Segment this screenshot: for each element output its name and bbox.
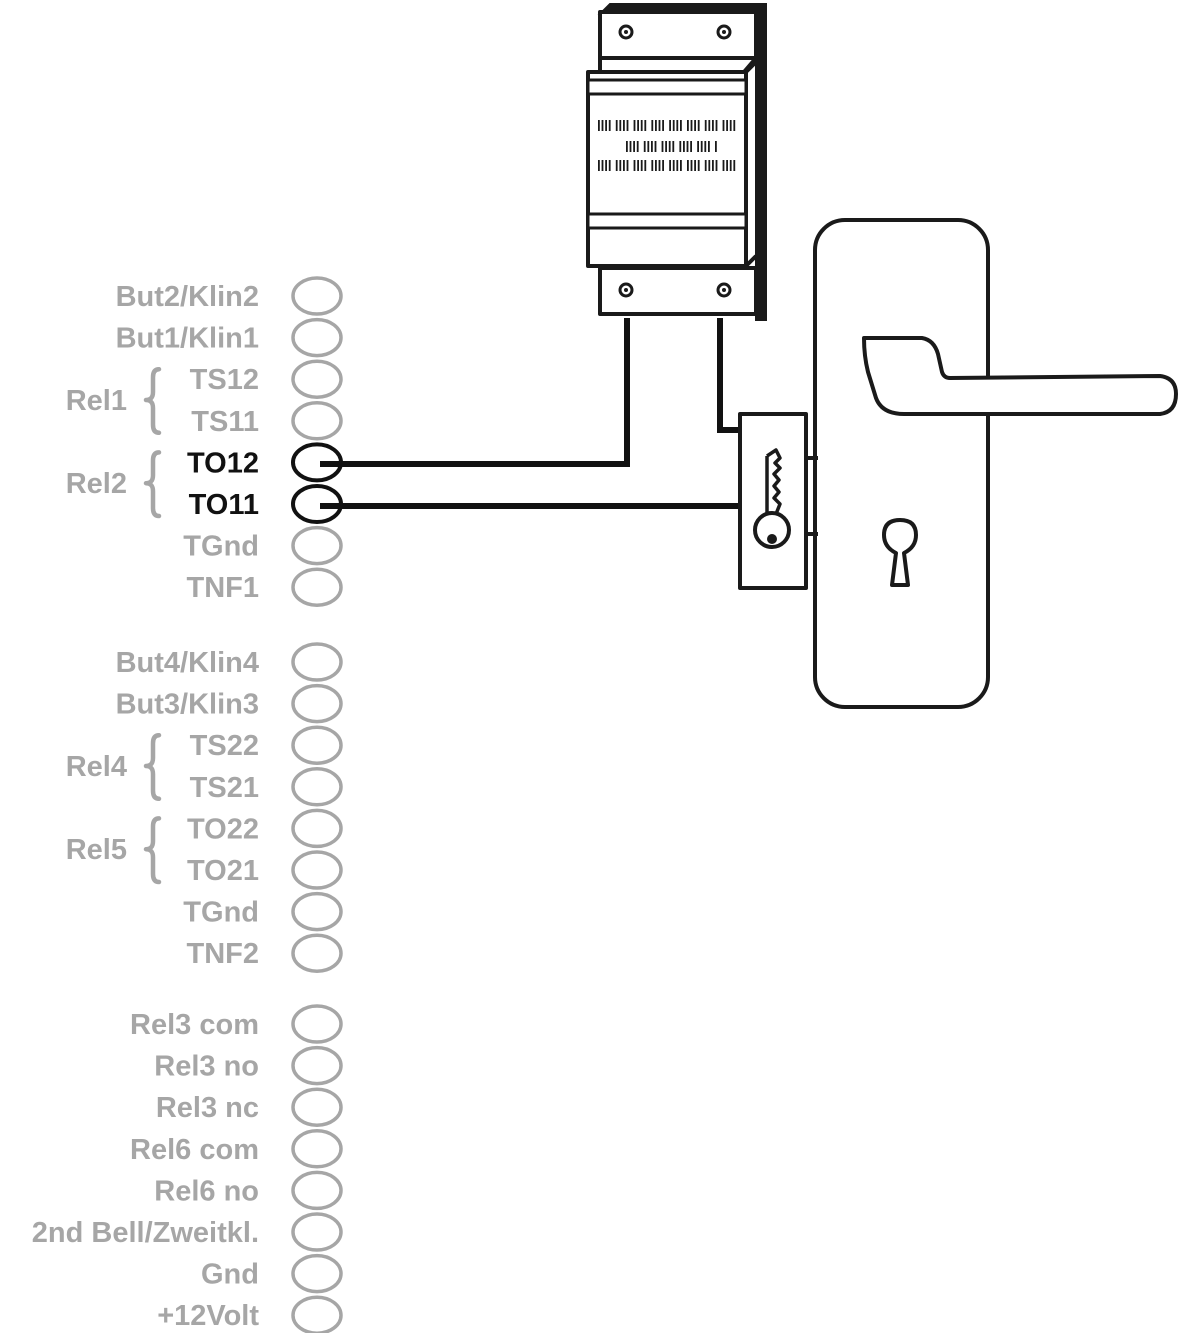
din-rail-power-supply-icon (586, 3, 767, 321)
device-label-marks (598, 120, 736, 171)
terminal-screw (291, 725, 343, 765)
terminal-screw (291, 767, 343, 807)
terminal-label: Rel6 com (130, 1134, 259, 1166)
wire-to12-power-supply (320, 318, 630, 467)
terminal-screw (291, 359, 343, 399)
door-handle-plate-icon (813, 218, 1178, 709)
terminal-screw (291, 1295, 343, 1333)
key-icon (753, 448, 791, 549)
relay-label: Rel1 (66, 385, 127, 417)
terminal-label: TS12 (190, 364, 259, 396)
terminal-screw (291, 525, 343, 566)
terminal-label: But1/Klin1 (116, 323, 259, 355)
terminal-label: But4/Klin4 (116, 647, 259, 679)
terminal-label: Rel3 com (130, 1009, 259, 1041)
terminal-screw (291, 1212, 343, 1252)
terminal-screw (291, 1129, 343, 1169)
terminal-screw (291, 642, 343, 682)
terminal-label: +12Volt (157, 1300, 259, 1332)
relay-brace (143, 732, 162, 802)
terminal-screw (291, 850, 343, 890)
relay-label: Rel2 (66, 468, 127, 500)
terminal-group: But4/Klin4But3/Klin3TS22TS21TO22TO21TGnd… (66, 642, 343, 973)
terminal-label: TO21 (187, 855, 259, 887)
terminal-block: But2/Klin2But1/Klin1TS12TS11TO12TO11TGnd… (32, 276, 343, 1333)
electric-door-strike-icon (738, 412, 818, 590)
terminal-label: TO12 (187, 447, 259, 479)
terminal-label: Rel6 no (154, 1175, 259, 1207)
terminal-screw (291, 401, 343, 441)
terminal-label: TS22 (190, 730, 259, 762)
keyhole-icon (882, 518, 918, 587)
relay-brace (143, 450, 162, 519)
terminal-label: Rel3 nc (156, 1092, 259, 1124)
terminal-label: Rel3 no (154, 1051, 259, 1083)
terminal-label: TS21 (190, 772, 259, 804)
terminal-screw (291, 891, 343, 932)
terminal-screw (291, 933, 343, 973)
terminal-screw (291, 683, 343, 724)
terminal-label: Gnd (201, 1259, 259, 1291)
relay-brace (143, 816, 162, 885)
terminal-label: But2/Klin2 (116, 281, 259, 313)
relay-brace (143, 366, 162, 436)
screw-icon (716, 24, 732, 40)
terminal-label: TO22 (187, 813, 259, 845)
terminal-label: TNF2 (187, 938, 260, 970)
terminal-label: TNF1 (187, 572, 260, 604)
terminal-screw (291, 1253, 343, 1294)
terminal-screw (291, 276, 343, 316)
screw-icon (618, 24, 634, 40)
terminal-group: But2/Klin2But1/Klin1TS12TS11TO12TO11TGnd… (66, 276, 343, 607)
terminal-label: TO11 (189, 489, 259, 521)
terminal-label: TGnd (183, 897, 259, 929)
wire-power-supply-door-strike (717, 318, 741, 433)
screw-icon (618, 282, 634, 298)
terminal-screw (291, 808, 343, 849)
terminal-screw (291, 567, 343, 607)
terminal-label: But3/Klin3 (116, 689, 259, 721)
terminal-screw (291, 1087, 343, 1127)
relay-label: Rel4 (66, 751, 127, 783)
terminal-label: TS11 (191, 406, 259, 438)
screw-icon (716, 282, 732, 298)
terminal-screw (291, 1045, 343, 1086)
relay-label: Rel5 (66, 834, 127, 866)
terminal-label: 2nd Bell/Zweitkl. (32, 1217, 259, 1249)
terminal-screw (291, 1004, 343, 1044)
terminal-screw (291, 317, 343, 358)
terminal-screw (291, 1170, 343, 1211)
wiring (320, 318, 741, 509)
terminal-label: TGnd (183, 531, 259, 563)
